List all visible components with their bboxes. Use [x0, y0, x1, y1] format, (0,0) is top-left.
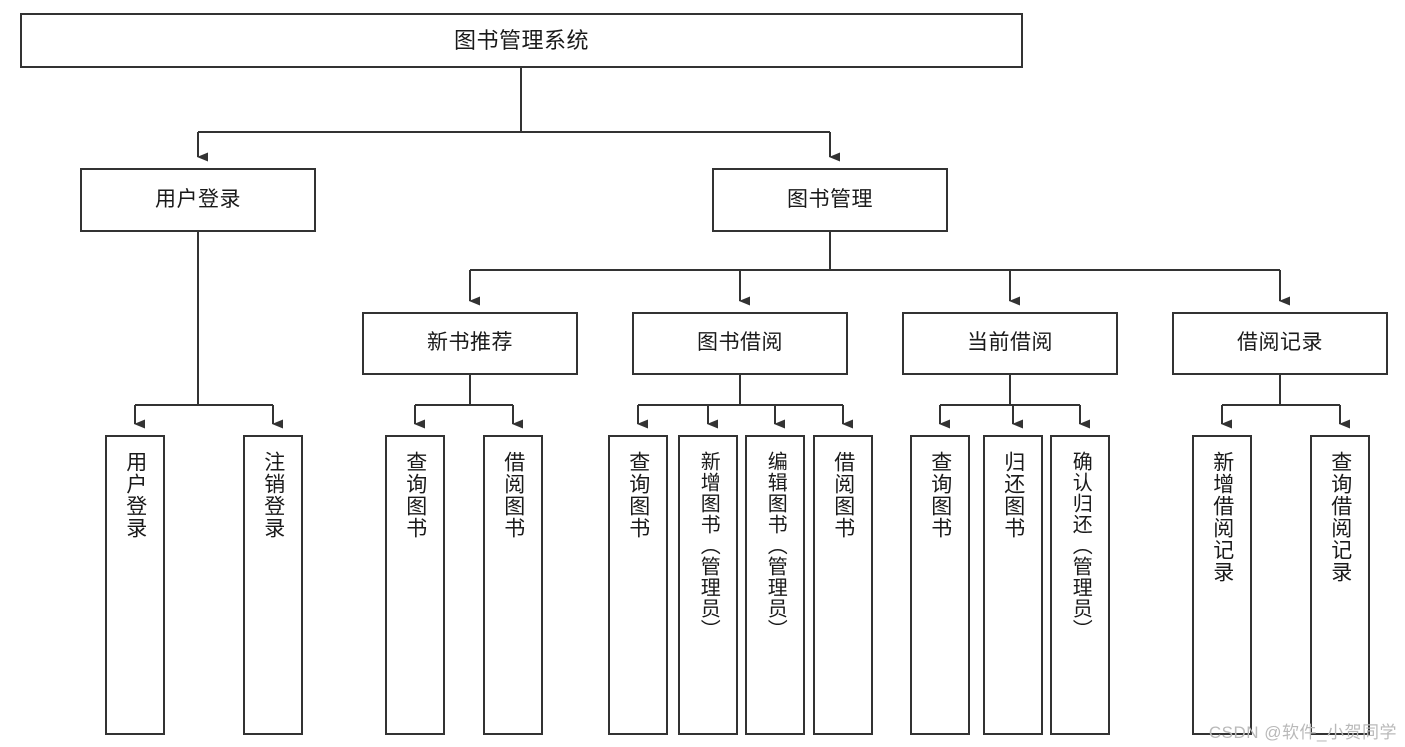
node-leaf-query-book-1[interactable]: 查询图书: [385, 435, 445, 735]
node-new-book-recommend-label: 新书推荐: [427, 331, 513, 355]
node-book-borrow-label: 图书借阅: [697, 331, 783, 355]
node-leaf-query-book-2[interactable]: 查询图书: [608, 435, 668, 735]
node-leaf-confirm-return-label: 确认归还（管理员）: [1069, 451, 1092, 640]
node-root-label: 图书管理系统: [453, 27, 589, 53]
node-leaf-user-logout[interactable]: 注销登录: [243, 435, 303, 735]
node-book-manage-label: 图书管理: [787, 187, 873, 211]
node-leaf-user-logout-label: 注销登录: [261, 451, 285, 539]
node-leaf-borrow-book-2-label: 借阅图书: [831, 451, 855, 539]
node-leaf-borrow-book-1-label: 借阅图书: [501, 451, 525, 539]
node-borrow-record[interactable]: 借阅记录: [1172, 312, 1388, 375]
node-leaf-add-book-label: 新增图书（管理员）: [697, 451, 720, 640]
watermark: CSDN @软件_小贺同学: [1208, 723, 1397, 742]
node-user-login-label: 用户登录: [155, 187, 241, 211]
node-user-login[interactable]: 用户登录: [80, 168, 316, 232]
node-book-manage[interactable]: 图书管理: [712, 168, 948, 232]
node-leaf-edit-book-label: 编辑图书（管理员）: [764, 451, 787, 640]
node-current-borrow[interactable]: 当前借阅: [902, 312, 1118, 375]
node-leaf-add-record[interactable]: 新增借阅记录: [1192, 435, 1252, 735]
node-current-borrow-label: 当前借阅: [967, 331, 1053, 355]
node-new-book-recommend[interactable]: 新书推荐: [362, 312, 578, 375]
node-leaf-borrow-book-1[interactable]: 借阅图书: [483, 435, 543, 735]
node-leaf-user-login[interactable]: 用户登录: [105, 435, 165, 735]
node-book-borrow[interactable]: 图书借阅: [632, 312, 848, 375]
node-leaf-confirm-return[interactable]: 确认归还（管理员）: [1050, 435, 1110, 735]
node-leaf-query-record[interactable]: 查询借阅记录: [1310, 435, 1370, 735]
node-leaf-query-book-2-label: 查询图书: [626, 451, 650, 539]
node-leaf-edit-book[interactable]: 编辑图书（管理员）: [745, 435, 805, 735]
node-leaf-query-book-3[interactable]: 查询图书: [910, 435, 970, 735]
node-leaf-add-book[interactable]: 新增图书（管理员）: [678, 435, 738, 735]
node-leaf-user-login-label: 用户登录: [123, 451, 147, 539]
node-leaf-return-book-label: 归还图书: [1001, 451, 1025, 539]
node-leaf-query-book-3-label: 查询图书: [928, 451, 952, 539]
node-leaf-query-book-1-label: 查询图书: [403, 451, 427, 539]
node-root[interactable]: 图书管理系统: [20, 13, 1023, 68]
node-leaf-query-record-label: 查询借阅记录: [1328, 451, 1352, 583]
node-leaf-return-book[interactable]: 归还图书: [983, 435, 1043, 735]
node-leaf-add-record-label: 新增借阅记录: [1210, 451, 1234, 583]
node-borrow-record-label: 借阅记录: [1237, 331, 1323, 355]
node-leaf-borrow-book-2[interactable]: 借阅图书: [813, 435, 873, 735]
